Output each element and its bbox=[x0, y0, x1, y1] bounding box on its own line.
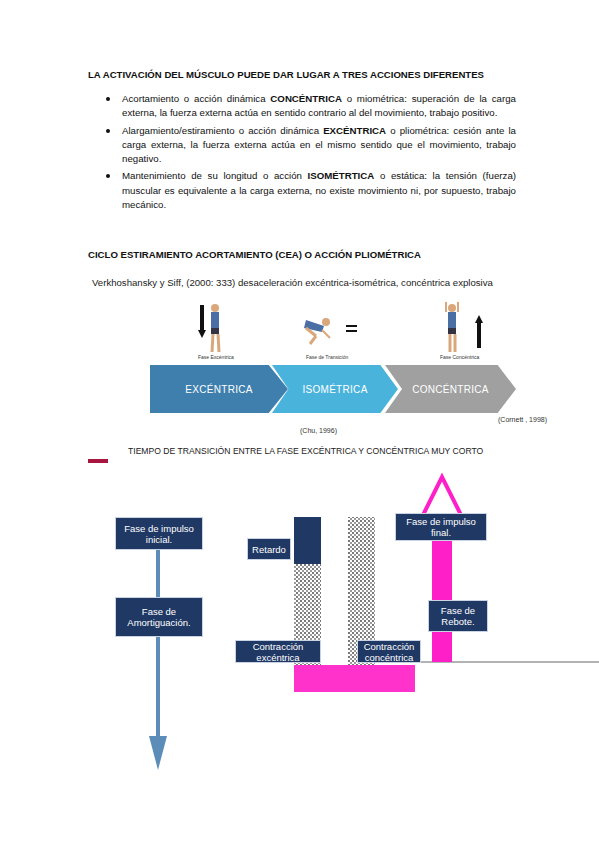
delay-block bbox=[294, 517, 321, 564]
node-text: Fase de impulso final. bbox=[398, 516, 484, 538]
phase-chevron: EXCÉNTRICA bbox=[150, 365, 288, 413]
down-arrow-head bbox=[149, 736, 167, 770]
source-note: (Chu, 1996) bbox=[300, 426, 337, 435]
source-note: (Cornett , 1998) bbox=[498, 415, 547, 424]
down-arrow bbox=[156, 545, 160, 738]
contraction-box: Contracción concéntrica bbox=[357, 640, 421, 663]
node-text: EXCÉNTRICA bbox=[185, 384, 252, 395]
page-heading: LA ACTIVACIÓN DEL MÚSCULO PUEDE DAR LUGA… bbox=[88, 68, 558, 81]
node-text: Retardo bbox=[252, 544, 286, 555]
accent-bar bbox=[88, 459, 108, 463]
bullet-text: Alargamiento/estiramiento o acción dinám… bbox=[122, 125, 319, 136]
bullet-item: Mantenimiento de su longitud o acción IS… bbox=[122, 169, 516, 212]
chevron-fill bbox=[385, 365, 516, 413]
section-subheading: TIEMPO DE TRANSICIÓN ENTRE LA FASE EXCÉN… bbox=[128, 446, 483, 456]
bold-term: CONCÉNTRICA bbox=[270, 93, 342, 104]
chevron-fill bbox=[272, 365, 398, 413]
bullet-text: Acortamiento o acción dinámica bbox=[122, 93, 266, 104]
athlete-figure bbox=[304, 318, 330, 344]
figure-caption: Fase Excéntrica bbox=[198, 354, 234, 360]
chevron-fill bbox=[150, 365, 288, 413]
phase-box: Fase de impulso final. bbox=[395, 513, 487, 541]
node-text: Fase de impulso inicial. bbox=[118, 523, 200, 545]
node-text: Contracción concéntrica bbox=[360, 641, 418, 663]
node-text: Fase de Rebote. bbox=[431, 605, 485, 627]
transition-base bbox=[294, 665, 415, 692]
section-heading: CICLO ESTIRAMIENTO ACORTAMIENTO (CEA) O … bbox=[88, 248, 421, 261]
equals-sign bbox=[346, 330, 357, 332]
phase-box: Fase de Amortiguación. bbox=[115, 597, 203, 637]
phase-box: Fase de impulso inicial. bbox=[115, 517, 203, 550]
node-text: CONCÉNTRICA bbox=[412, 384, 489, 395]
figure-caption: Fase Concéntrica bbox=[440, 354, 479, 360]
bullet-item: Alargamiento/estiramiento o acción dinám… bbox=[122, 124, 516, 167]
delay-label: Retardo bbox=[247, 538, 291, 560]
bullet-text: Mantenimiento de su longitud o acción bbox=[122, 170, 302, 181]
contraction-box: Contracción excéntrica bbox=[235, 640, 321, 663]
phase-box: Fase de Rebote. bbox=[428, 600, 488, 632]
equals-sign bbox=[346, 325, 357, 327]
figure-caption: Fase de Transición bbox=[306, 354, 348, 360]
bold-term: ISOMÉTRTICA bbox=[308, 170, 375, 181]
bold-term: EXCÉNTRICA bbox=[323, 125, 386, 136]
athlete-figure bbox=[198, 304, 219, 352]
node-text: Contracción excéntrica bbox=[238, 641, 318, 663]
phase-chevron: CONCÉNTRICA bbox=[385, 365, 516, 413]
node-text: Fase de Amortiguación. bbox=[118, 606, 200, 628]
athlete-figure bbox=[446, 302, 483, 352]
bullet-item: Acortamiento o acción dinámica CONCÉNTRI… bbox=[122, 92, 516, 121]
citation-note: Verkhoshansky y Siff, (2000: 333) desace… bbox=[92, 277, 493, 288]
node-text: ISOMÉTRICA bbox=[302, 384, 367, 395]
bullet-list: Acortamiento o acción dinámica CONCÉNTRI… bbox=[122, 92, 516, 215]
phase-chevron: ISOMÉTRICA bbox=[272, 365, 398, 413]
